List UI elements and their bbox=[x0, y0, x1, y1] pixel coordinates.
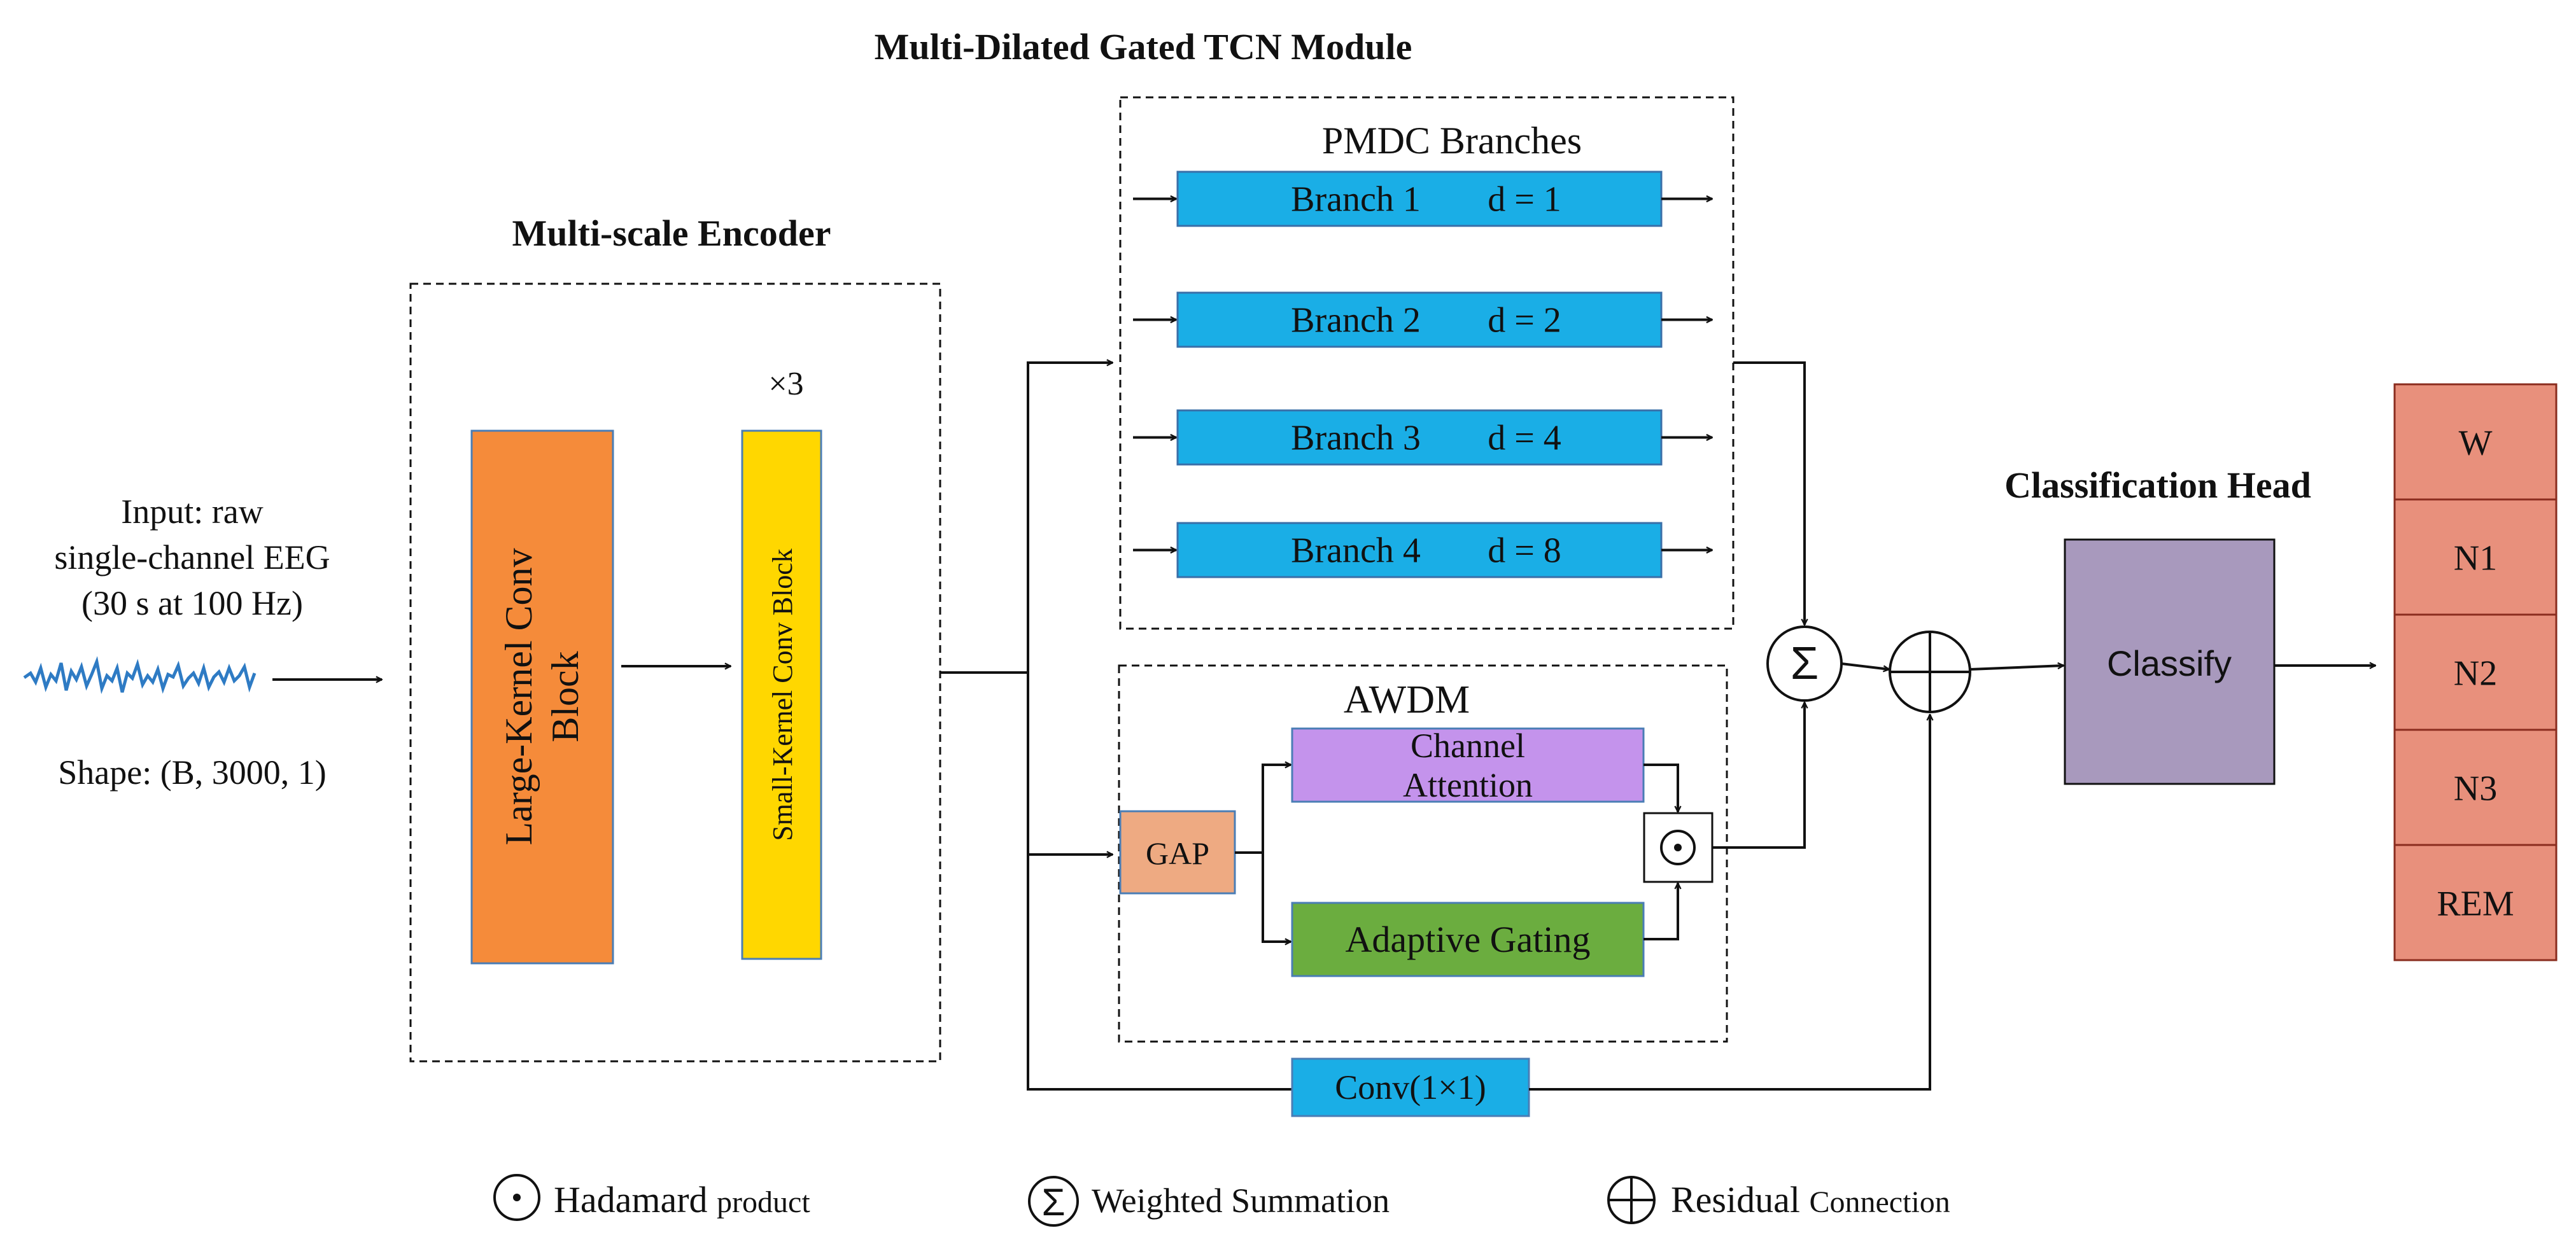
branch-dilation: d = 2 bbox=[1488, 301, 1561, 340]
class-label: N3 bbox=[2454, 769, 2497, 809]
pmdc-branch-2: Branch 2 d = 2 bbox=[1133, 291, 1712, 348]
branch-bar bbox=[1176, 522, 1663, 578]
conv-1x1-block bbox=[1291, 1057, 1530, 1117]
channel-attention-block bbox=[1291, 727, 1645, 803]
pmdc-to-sigma-line bbox=[1733, 361, 1805, 625]
input-label-line3: (30 s at 100 Hz) bbox=[81, 584, 303, 622]
encoder-title: Multi-scale Encoder bbox=[512, 213, 831, 254]
class-cell-box bbox=[2393, 613, 2558, 731]
legend-weighted-summation: Σ Weighted Summation bbox=[1028, 1176, 1390, 1227]
adaptive-gating-block bbox=[1291, 902, 1645, 977]
large-kernel-label-line2: Block bbox=[544, 651, 586, 742]
small-kernel-label: Small-Kernel Conv Block bbox=[767, 548, 798, 841]
input-label-line1: Input: raw bbox=[121, 492, 263, 531]
class-cell-box bbox=[2393, 729, 2558, 846]
classify-block bbox=[2064, 538, 2276, 785]
class-label: N2 bbox=[2454, 654, 2497, 694]
encoder-section: Large-Kernel Conv Block ×3 Small-Kernel … bbox=[409, 283, 941, 1063]
branch-dilation: d = 4 bbox=[1488, 419, 1561, 458]
pmdc-branch-1: Branch 1 d = 1 bbox=[1133, 171, 1712, 227]
legend: Hadamard product Σ Weighted Summation Re… bbox=[493, 1174, 1950, 1227]
branch-name: Branch 1 bbox=[1291, 180, 1421, 220]
adaptive-gating-label: Adaptive Gating bbox=[1346, 919, 1591, 960]
hadamard-icon bbox=[1660, 830, 1696, 865]
pmdc-title: PMDC Branches bbox=[1322, 120, 1582, 162]
input-shape-label: Shape: (B, 3000, 1) bbox=[58, 753, 326, 792]
legend-hadamard-small: product bbox=[717, 1185, 810, 1219]
class-cell-box bbox=[2393, 383, 2558, 501]
awdm-title: AWDM bbox=[1344, 678, 1470, 722]
hadamard-inputs bbox=[1643, 764, 1678, 940]
branch-name: Branch 4 bbox=[1291, 531, 1421, 571]
gap-block bbox=[1119, 810, 1236, 895]
class-label: W bbox=[2459, 424, 2493, 463]
classify-label: Classify bbox=[2107, 643, 2232, 683]
class-cell-w: W bbox=[2393, 383, 2558, 501]
gap-fanout bbox=[1235, 765, 1291, 942]
residual-path-line bbox=[1529, 715, 1930, 1091]
branch-bar bbox=[1176, 291, 1663, 348]
legend-hadamard-label: Hadamard bbox=[554, 1179, 708, 1220]
input-section: Input: raw single-channel EEG (30 s at 1… bbox=[23, 492, 382, 792]
branch-bar bbox=[1176, 409, 1663, 466]
class-cell-n2: N2 bbox=[2393, 613, 2558, 731]
legend-weighted-summation-label: Weighted Summation bbox=[1092, 1182, 1390, 1220]
branch-name: Branch 2 bbox=[1291, 301, 1421, 340]
class-cell-box bbox=[2393, 498, 2558, 616]
legend-residual-connection: Residual Connection bbox=[1607, 1176, 1950, 1224]
legend-hadamard-icon bbox=[493, 1174, 540, 1221]
legend-hadamard: Hadamard product bbox=[493, 1174, 810, 1221]
fusion-section: Σ Conv(1×1) bbox=[1291, 625, 2064, 1117]
tcn-module-title: Multi-Dilated Gated TCN Module bbox=[875, 26, 1412, 67]
legend-residual-label: Residual bbox=[1671, 1179, 1800, 1220]
svg-text:Σ: Σ bbox=[1041, 1181, 1065, 1224]
awdm-dashed-box bbox=[1118, 664, 1728, 1043]
awdm-to-sigma-line bbox=[1712, 702, 1805, 849]
channel-attention-label-line2: Attention bbox=[1403, 766, 1533, 804]
class-label: N1 bbox=[2454, 539, 2497, 578]
small-kernel-conv-block bbox=[741, 429, 822, 960]
large-kernel-conv-block bbox=[470, 429, 614, 965]
sigma-to-residual-arrow bbox=[1841, 662, 1889, 669]
class-cell-rem: REM bbox=[2393, 844, 2558, 961]
residual-to-classify-arrow bbox=[1969, 666, 2064, 671]
class-cell-box bbox=[2393, 844, 2558, 961]
svg-text:Hadamard product: Hadamard product bbox=[554, 1179, 810, 1220]
branch-dilation: d = 8 bbox=[1488, 531, 1561, 571]
class-cell-n3: N3 bbox=[2393, 729, 2558, 846]
classification-head-title: Classification Head bbox=[2004, 464, 2311, 506]
pmdc-branch-3: Branch 3 d = 4 bbox=[1133, 409, 1712, 466]
class-label: REM bbox=[2437, 884, 2514, 924]
input-label-line2: single-channel EEG bbox=[54, 538, 330, 576]
branch-bar bbox=[1176, 171, 1663, 227]
pmdc-branch-4: Branch 4 d = 8 bbox=[1133, 522, 1712, 578]
sigma-icon: Σ bbox=[1791, 638, 1819, 689]
conv-1x1-label: Conv(1×1) bbox=[1335, 1068, 1486, 1106]
gap-label: GAP bbox=[1146, 835, 1209, 871]
branch-dilation: d = 1 bbox=[1488, 180, 1561, 220]
split-connectors bbox=[940, 363, 1292, 1091]
awdm-section: AWDM GAP Channel Attention Adaptive Gati… bbox=[1118, 664, 1805, 1043]
repeat-label: ×3 bbox=[768, 366, 803, 402]
eeg-waveform-icon bbox=[23, 656, 257, 694]
svg-text:Residual Connection: Residual Connection bbox=[1671, 1179, 1950, 1220]
legend-residual-small: Connection bbox=[1809, 1185, 1950, 1219]
pmdc-section: PMDC Branches Branch 1 d = 1 Branch 2 d = 2… bbox=[1119, 96, 1805, 630]
large-kernel-label-line1: Large-Kernel Conv bbox=[498, 548, 540, 845]
class-cell-n1: N1 bbox=[2393, 498, 2558, 616]
branch-name: Branch 3 bbox=[1291, 419, 1421, 458]
channel-attention-label-line1: Channel bbox=[1411, 727, 1525, 765]
legend-sigma-icon bbox=[1028, 1176, 1079, 1227]
